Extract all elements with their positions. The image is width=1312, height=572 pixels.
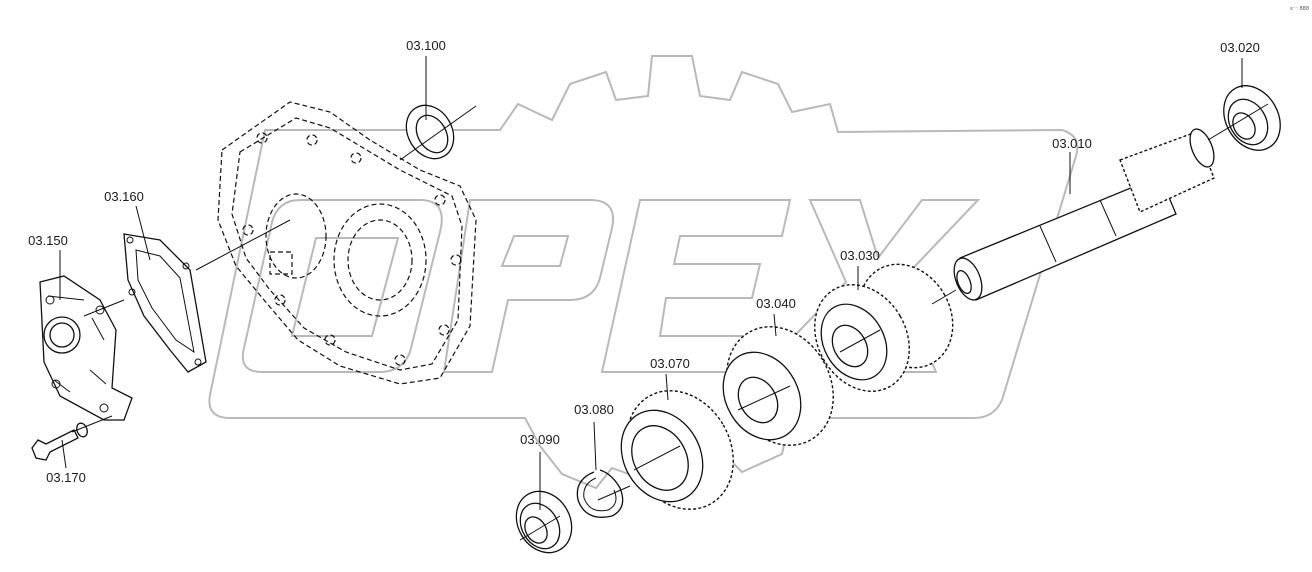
gasket-03-160[interactable] (123, 233, 207, 373)
label-03-150[interactable]: 03.150 (28, 233, 68, 248)
watermark-letter-p (442, 199, 614, 373)
bearing-03-020[interactable] (1212, 76, 1291, 161)
label-03-020[interactable]: 03.020 (1220, 40, 1260, 55)
watermark-letter-o (241, 199, 443, 373)
bolt-03-170[interactable] (31, 422, 89, 461)
leader-lines (59, 56, 1269, 541)
label-03-100[interactable]: 03.100 (406, 38, 446, 53)
transmission-housing (217, 101, 477, 385)
label-03-090[interactable]: 03.090 (520, 432, 560, 447)
shaft-03-010[interactable] (949, 126, 1219, 304)
label-03-080[interactable]: 03.080 (574, 402, 614, 417)
snap-ring-03-080[interactable] (576, 469, 624, 518)
label-03-010[interactable]: 03.010 (1052, 136, 1092, 151)
gear-03-030[interactable] (796, 247, 971, 408)
part-labels: 03.100 03.160 03.150 03.170 03.090 03.08… (28, 38, 1260, 485)
label-03-040[interactable]: 03.040 (756, 296, 796, 311)
gear-03-070[interactable] (605, 371, 754, 528)
seal-ring-03-100[interactable] (397, 97, 463, 167)
watermark-gear-outline (208, 55, 1079, 490)
label-03-070[interactable]: 03.070 (650, 356, 690, 371)
label-03-160[interactable]: 03.160 (104, 189, 144, 204)
bearing-03-090[interactable] (505, 481, 582, 562)
label-03-170[interactable]: 03.170 (46, 470, 86, 485)
corner-mark: s⁻⁻ 888 (1290, 6, 1309, 12)
label-03-030[interactable]: 03.030 (840, 248, 880, 263)
cover-plate-03-150[interactable] (39, 275, 133, 421)
gear-03-040[interactable] (706, 307, 855, 464)
watermark-logo (208, 55, 1079, 490)
watermark-letters (241, 199, 981, 373)
